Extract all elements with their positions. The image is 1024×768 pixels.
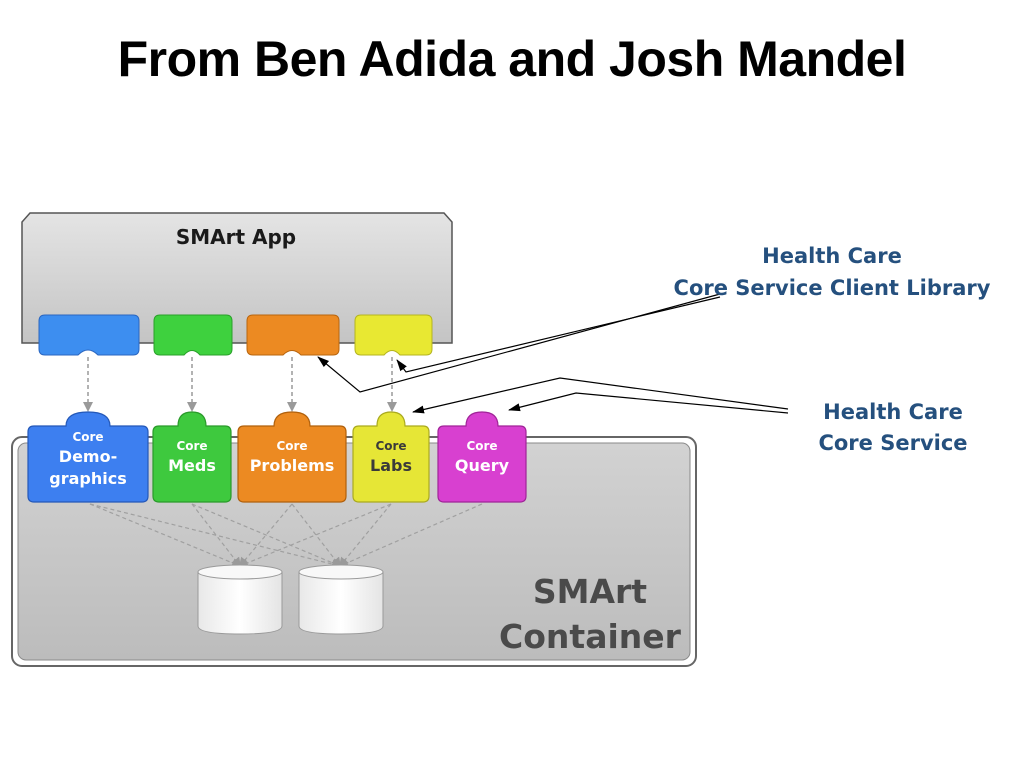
service-name-line1: Demo- bbox=[59, 447, 117, 466]
service-query: Core Query bbox=[437, 411, 527, 503]
database-icon bbox=[298, 564, 384, 635]
service-core-label: Core bbox=[375, 439, 406, 453]
client-connector-demographics bbox=[38, 314, 140, 356]
service-labs: Core Labs bbox=[352, 411, 430, 503]
database-icon bbox=[197, 564, 283, 635]
core-services: Core Demo- graphics Core Meds Core Probl… bbox=[27, 411, 527, 503]
client-connector-meds bbox=[153, 314, 233, 356]
client-connector-labs bbox=[354, 314, 433, 356]
core-service-callout-line2: Core Service bbox=[818, 431, 967, 455]
service-name: Problems bbox=[250, 456, 335, 475]
client-library-connectors bbox=[38, 314, 433, 356]
client-library-callout-line2: Core Service Client Library bbox=[674, 276, 991, 300]
service-name: Meds bbox=[168, 456, 216, 475]
core-service-pointer bbox=[412, 377, 789, 414]
smart-app-box: SMArt App bbox=[21, 212, 453, 344]
core-service-callout: Health Care Core Service bbox=[818, 400, 967, 455]
service-demographics: Core Demo- graphics bbox=[27, 411, 149, 503]
core-service-callout-line1: Health Care bbox=[823, 400, 963, 424]
client-library-callout: Health Care Core Service Client Library bbox=[674, 244, 991, 300]
service-core-label: Core bbox=[72, 430, 103, 444]
app-to-service-arrows bbox=[83, 357, 397, 412]
service-name-line2: graphics bbox=[49, 469, 126, 488]
service-meds: Core Meds bbox=[152, 411, 232, 503]
service-to-db-arrows bbox=[89, 503, 483, 569]
service-name: Query bbox=[455, 456, 510, 475]
service-name: Labs bbox=[370, 456, 412, 475]
container-label-line2: Container bbox=[499, 617, 682, 656]
service-core-label: Core bbox=[466, 439, 497, 453]
client-library-callout-line1: Health Care bbox=[762, 244, 902, 268]
smart-app-label: SMArt App bbox=[176, 225, 296, 249]
slide-title: From Ben Adida and Josh Mandel bbox=[117, 31, 907, 87]
service-core-label: Core bbox=[176, 439, 207, 453]
service-problems: Core Problems bbox=[237, 411, 347, 503]
client-library-pointer bbox=[317, 293, 721, 393]
service-core-label: Core bbox=[276, 439, 307, 453]
databases bbox=[197, 564, 384, 635]
container-label-line1: SMArt bbox=[533, 572, 647, 611]
client-connector-problems bbox=[246, 314, 340, 356]
